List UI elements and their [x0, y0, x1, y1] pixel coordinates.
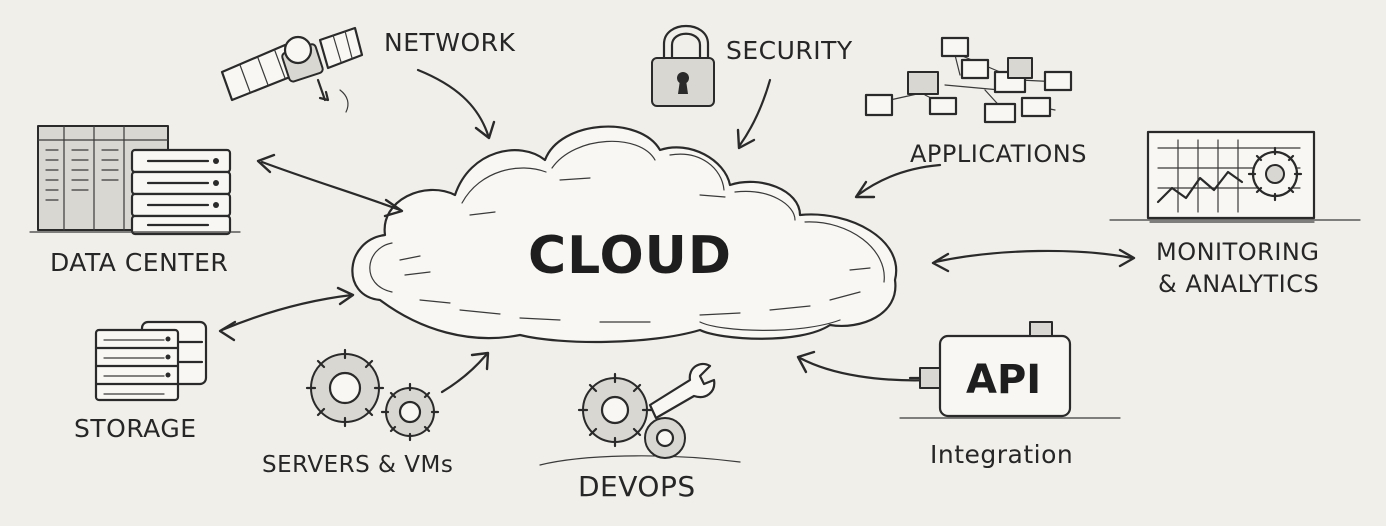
- arrow-api: [796, 350, 934, 382]
- monitoring-chart-icon: [1109, 130, 1361, 221]
- application-blocks-icon: [864, 36, 1073, 124]
- satellite-icon: [220, 26, 364, 113]
- arrow-servers: [440, 351, 490, 394]
- security-label: SECURITY: [726, 36, 853, 65]
- applications-label: APPLICATIONS: [910, 140, 1087, 168]
- arrow-data-center: [256, 153, 404, 218]
- arrow-network: [416, 68, 496, 140]
- devops-gears-icon: [539, 362, 741, 466]
- storage-label: STORAGE: [74, 414, 197, 443]
- devops-label: DEVOPS: [578, 470, 696, 503]
- arrow-applications: [854, 163, 942, 199]
- api-plug-icon: [899, 321, 1121, 419]
- arrow-security: [736, 78, 772, 150]
- arrow-storage: [218, 286, 355, 342]
- cloud-label: CLOUD: [528, 226, 733, 286]
- integration-label: Integration: [930, 440, 1074, 469]
- padlock-icon: [651, 24, 715, 107]
- network-label: NETWORK: [384, 28, 516, 57]
- api-badge-label: API: [966, 357, 1042, 403]
- data-center-label: DATA CENTER: [50, 248, 229, 277]
- storage-icon: [94, 320, 208, 402]
- cloud-shape: [351, 125, 898, 344]
- arrow-monitoring: [931, 248, 1136, 273]
- data-center-icon: [29, 125, 241, 236]
- analytics-label: & ANALYTICS: [1158, 270, 1320, 298]
- servers-vms-label: SERVERS & VMs: [262, 452, 454, 478]
- monitoring-label: MONITORING: [1156, 238, 1320, 266]
- servers-gears-icon: [305, 348, 440, 442]
